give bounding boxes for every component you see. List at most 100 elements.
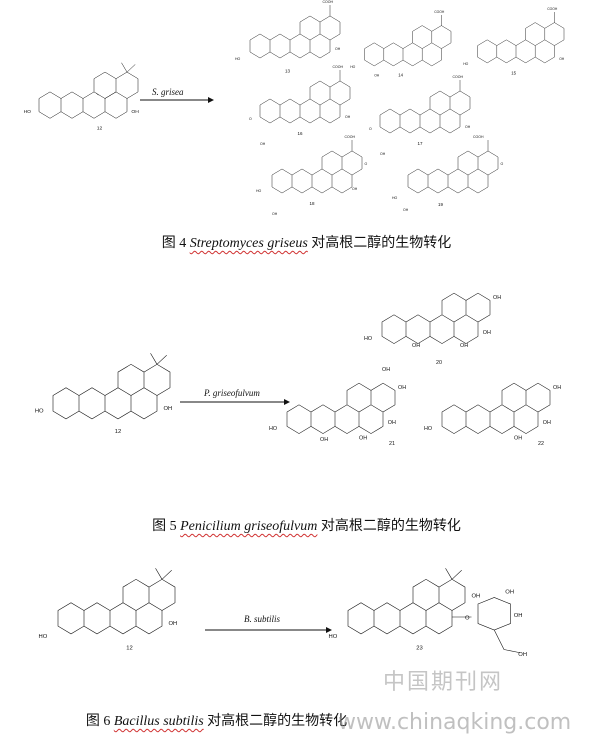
svg-text:16: 16 [298, 131, 304, 136]
svg-text:COOH: COOH [547, 7, 558, 11]
svg-text:O: O [369, 127, 372, 131]
svg-text:O: O [249, 117, 252, 121]
watermark-url: www.chinaqking.com [338, 710, 572, 735]
fig5-product-20: OH OH OH HO OH OH 20 [364, 292, 501, 373]
svg-text:OH: OH [465, 125, 471, 129]
svg-text:13: 13 [285, 69, 291, 74]
svg-text:OH: OH [359, 436, 367, 442]
svg-text:OH: OH [559, 57, 565, 61]
svg-text:COOH: COOH [453, 75, 464, 79]
fig6-substrate: HO OH 12 [39, 568, 178, 652]
svg-text:OH: OH [169, 621, 178, 627]
fig4-sub-number: 12 [97, 125, 103, 131]
svg-text:OH: OH [382, 367, 390, 373]
figure-5-scheme: HO OH 12 P. griseofulvum OH OH OH HO OH … [35, 292, 561, 447]
fig4-arrow: S. grisea [140, 87, 214, 103]
svg-text:OH: OH [260, 142, 266, 146]
svg-text:COOH: COOH [345, 135, 356, 139]
fig4-product-13: COOH HO OH 13 [235, 0, 341, 74]
svg-text:OH: OH [514, 613, 523, 619]
svg-text:OH: OH [388, 420, 396, 426]
svg-text:B. subtilis: B. subtilis [244, 614, 281, 624]
svg-text:HO: HO [269, 426, 277, 432]
fig4-product-15: COOH HO OH 15 [463, 7, 565, 75]
svg-text:OH: OH [403, 208, 409, 212]
svg-text:COOH: COOH [323, 0, 334, 4]
svg-text:HO: HO [364, 336, 372, 342]
figure-4-scheme: HO OH 12 S. grisea COOH HO OH 13 COOH HO… [24, 0, 565, 216]
fig4-product-19: COOH HO OH O 19 [392, 135, 504, 212]
fig4-product-17: COOH O OH OH 17 [369, 75, 471, 156]
svg-text:HO: HO [35, 408, 44, 414]
svg-text:HO: HO [463, 62, 468, 66]
fig5-product-21: OH OH OH HO OH 21 [269, 382, 406, 447]
svg-text:OH: OH [374, 73, 380, 77]
svg-text:OH: OH [493, 295, 501, 301]
svg-text:22: 22 [538, 441, 544, 447]
svg-text:COOH: COOH [473, 135, 484, 139]
svg-text:OH: OH [380, 152, 386, 156]
svg-text:OH: OH [352, 187, 358, 191]
svg-text:HO: HO [424, 426, 432, 432]
figure-5-panel: HO OH 12 P. griseofulvum OH OH OH HO OH … [0, 270, 613, 540]
svg-text:COOH: COOH [434, 10, 445, 14]
svg-text:OH: OH [345, 115, 351, 119]
svg-text:OH: OH [505, 590, 514, 596]
svg-text:OH: OH [398, 385, 406, 391]
fig4-sub-oh: OH [131, 109, 139, 115]
svg-text:12: 12 [126, 646, 133, 652]
fig5-product-22: OH OH OH HO 22 [424, 382, 561, 447]
fig5-substrate: HO OH 12 [35, 353, 172, 435]
fig4-arrow-label: S. grisea [152, 87, 184, 97]
fig4-product-14: COOH HO OH 14 [350, 10, 452, 77]
svg-text:O: O [365, 162, 368, 166]
figure-6-caption: 图 6 Bacillus subtilis 对高根二醇的生物转化 [85, 714, 348, 729]
fig6-arrow: B. subtilis [205, 614, 332, 633]
svg-text:OH: OH [412, 343, 420, 349]
svg-text:OH: OH [460, 343, 468, 349]
figure-6-panel: HO OH 12 B. subtilis HO O OH OH OH OH 23… [0, 560, 613, 738]
svg-text:OH: OH [272, 212, 278, 216]
svg-text:20: 20 [436, 360, 442, 366]
svg-text:O: O [501, 162, 504, 166]
svg-text:19: 19 [438, 202, 444, 207]
fig4-product-16: COOH O OH OH 16 [249, 65, 351, 146]
svg-text:HO: HO [350, 65, 355, 69]
figure-4-panel: HO OH 12 S. grisea COOH HO OH 13 COOH HO… [0, 0, 613, 260]
fig4-sub-ho: HO [24, 109, 32, 115]
svg-text:HO: HO [39, 634, 48, 640]
svg-text:O: O [465, 616, 470, 622]
svg-text:OH: OH [472, 594, 481, 600]
svg-text:15: 15 [511, 70, 516, 75]
fig5-arrow: P. griseofulvum [180, 388, 290, 405]
fig4-product-18: COOH HO OH O OH 18 [256, 135, 368, 216]
figure-4-species: Streptomyces griseus [189, 236, 308, 251]
svg-text:HO: HO [392, 196, 398, 200]
svg-text:OH: OH [518, 652, 527, 658]
svg-text:18: 18 [310, 201, 316, 206]
figure-5-caption: 图 5 Penicilium griseofulvum 对高根二醇的生物转化 [152, 519, 461, 534]
svg-text:OH: OH [483, 330, 491, 336]
watermark-chinese: 中国期刊网 [383, 670, 504, 695]
svg-text:HO: HO [329, 634, 338, 640]
svg-text:HO: HO [235, 57, 241, 61]
figure-5-species: Penicilium griseofulvum [180, 519, 318, 534]
svg-text:23: 23 [416, 646, 423, 652]
fig4-substrate: HO OH 12 [24, 62, 139, 131]
svg-text:21: 21 [389, 441, 395, 447]
svg-text:COOH: COOH [333, 65, 344, 69]
svg-text:OH: OH [164, 406, 173, 412]
svg-text:12: 12 [115, 429, 122, 435]
svg-text:OH: OH [320, 437, 328, 443]
svg-text:P. griseofulvum: P. griseofulvum [203, 388, 260, 398]
svg-text:OH: OH [514, 436, 522, 442]
svg-text:OH: OH [543, 420, 551, 426]
svg-text:14: 14 [398, 72, 403, 77]
svg-text:HO: HO [256, 189, 262, 193]
svg-text:OH: OH [553, 385, 561, 391]
svg-text:OH: OH [335, 47, 341, 51]
fig6-product-23: HO O OH OH OH OH 23 [329, 568, 527, 658]
figure-6-species: Bacillus subtilis [113, 714, 204, 729]
figure-4-caption: 图 4 Streptomyces griseus 对高根二醇的生物转化 [161, 236, 452, 251]
svg-text:17: 17 [418, 141, 424, 146]
